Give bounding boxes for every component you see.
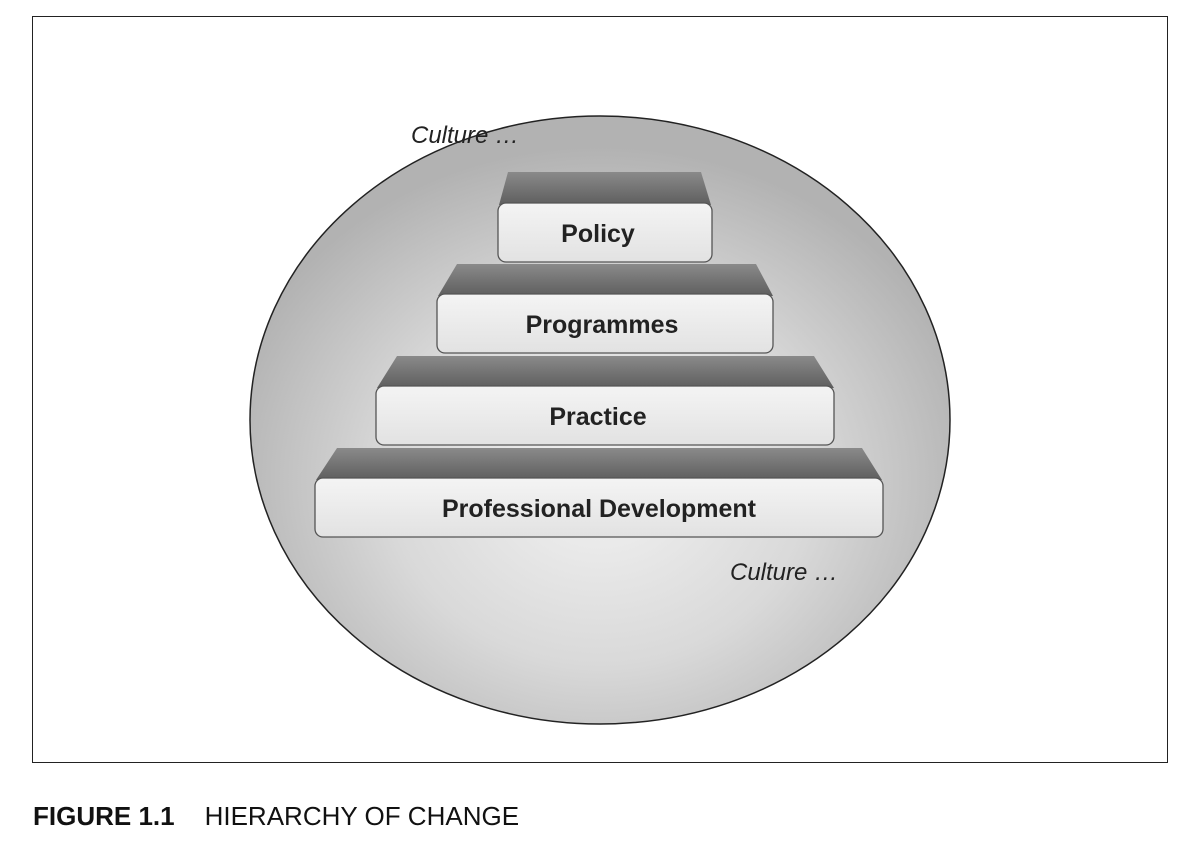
figure-frame [32, 16, 1168, 763]
culture-label-bottom: Culture … [730, 559, 838, 586]
figure-title: HIERARCHY OF CHANGE [204, 801, 520, 831]
step-professional-development: Professional Development [314, 448, 884, 538]
step-front-face [497, 202, 713, 263]
step-top-face [316, 448, 882, 480]
step-top-face [438, 264, 773, 296]
step-practice: Practice [375, 356, 835, 446]
culture-label-top: Culture … [411, 122, 519, 149]
step-label: Programmes [526, 311, 679, 339]
step-top-face [377, 356, 834, 388]
figure-caption: FIGURE 1.1 HIERARCHY OF CHANGE [33, 801, 519, 832]
step-front-face [375, 385, 835, 446]
step-top-face [499, 172, 711, 205]
step-policy: Policy [497, 172, 713, 263]
step-front-face [314, 477, 884, 538]
step-front-face [436, 293, 774, 354]
figure-number: FIGURE 1.1 [33, 801, 175, 831]
step-label: Policy [561, 220, 635, 248]
step-programmes: Programmes [436, 264, 774, 354]
step-label: Practice [549, 403, 646, 431]
step-label: Professional Development [442, 495, 757, 523]
